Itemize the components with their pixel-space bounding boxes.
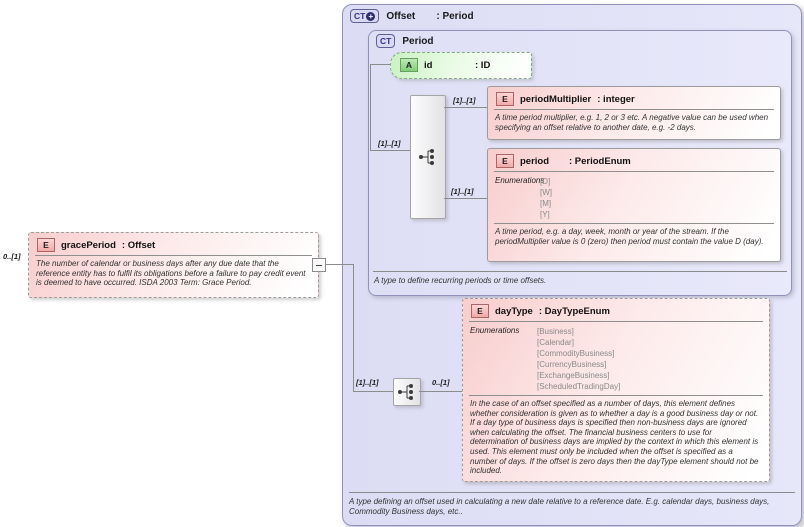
connector-line	[444, 107, 487, 108]
enum-value: [CurrencyBusiness]	[537, 360, 607, 369]
enum-value: [CommodityBusiness]	[537, 349, 615, 358]
connector-line	[419, 391, 462, 392]
sequence-compositor[interactable]	[393, 378, 421, 406]
element-name: period	[520, 155, 550, 167]
connector-line	[325, 264, 353, 265]
element-icon: E	[471, 304, 489, 318]
element-doc: The number of calendar or business days …	[36, 259, 306, 288]
enum-value: [W]	[540, 188, 552, 197]
element-icon: E	[496, 92, 514, 106]
enum-value: [ScheduledTradingDay]	[537, 382, 621, 391]
complex-type-name: Offset	[386, 10, 416, 22]
complex-type-offset-header[interactable]: CT+ Offset : Period	[350, 9, 474, 23]
element-period-multiplier[interactable]: E periodMultiplier : integer A time peri…	[487, 86, 781, 140]
connector-line	[370, 64, 371, 150]
element-period[interactable]: E period : PeriodEnum Enumerations [D] […	[487, 148, 781, 262]
divider	[469, 395, 763, 396]
connector-line	[370, 64, 390, 65]
sequence-cardinality: [1]..[1]	[356, 378, 379, 387]
connector-line	[353, 264, 354, 391]
enum-value: [Business]	[537, 327, 574, 336]
sequence-compositor[interactable]	[410, 95, 446, 219]
attribute-id[interactable]: A id : ID	[390, 52, 532, 79]
enum-value: [M]	[540, 199, 552, 208]
divider	[35, 255, 312, 256]
element-cardinality: 0..[1]	[3, 252, 21, 261]
element-cardinality: [1]..[1]	[451, 187, 474, 196]
element-doc: A time period multiplier, e.g. 1, 2 or 3…	[495, 113, 769, 132]
complex-type-extension-icon: CT+	[350, 9, 380, 23]
sequence-icon	[398, 384, 413, 400]
enumerations-label: Enumerations	[495, 176, 545, 185]
element-icon: E	[37, 238, 55, 252]
enum-value: [D]	[540, 177, 551, 186]
plus-icon: +	[366, 11, 376, 21]
collapse-handle[interactable]	[312, 258, 326, 272]
divider	[373, 271, 787, 272]
connector-line	[444, 198, 487, 199]
element-day-type[interactable]: E dayType : DayTypeEnum Enumerations [Bu…	[462, 298, 770, 482]
element-cardinality: [1]..[1]	[453, 96, 476, 105]
element-doc: A time period, e.g. a day, week, month o…	[495, 227, 764, 246]
element-name: periodMultiplier	[520, 93, 592, 105]
attribute-icon: A	[400, 58, 418, 72]
complex-type-base: : Period	[436, 10, 474, 22]
divider	[349, 492, 795, 493]
enum-value: [Calendar]	[537, 338, 574, 347]
element-type: : PeriodEnum	[569, 155, 631, 167]
enumerations-label: Enumerations	[470, 326, 520, 335]
element-type: : Offset	[121, 239, 156, 251]
element-cardinality: 0..[1]	[432, 378, 450, 387]
enum-value: [Y]	[540, 210, 550, 219]
enumeration-values: [Business] [Calendar] [CommodityBusiness…	[537, 326, 620, 392]
enumeration-values: [D] [W] [M] [Y]	[540, 176, 552, 220]
sequence-icon	[419, 149, 434, 165]
divider	[494, 223, 774, 224]
complex-type-name: Period	[402, 35, 434, 47]
sequence-cardinality: [1]..[1]	[378, 139, 401, 148]
attribute-type: : ID	[475, 59, 491, 71]
element-type: : DayTypeEnum	[538, 305, 610, 317]
connector-line	[353, 391, 393, 392]
element-grace-period[interactable]: E gracePeriod : Offset The number of cal…	[28, 232, 319, 298]
connector-line	[370, 150, 410, 151]
element-icon: E	[496, 154, 514, 168]
attribute-name: id	[424, 59, 433, 71]
divider	[494, 109, 774, 110]
element-name: gracePeriod	[61, 239, 116, 251]
divider	[469, 321, 763, 322]
element-doc: In the case of an offset specified as a …	[470, 399, 759, 476]
complex-type-doc: A type to define recurring periods or ti…	[374, 276, 547, 285]
element-name: dayType	[495, 305, 533, 317]
minus-icon	[316, 264, 322, 266]
divider	[494, 171, 774, 172]
complex-type-icon: CT	[376, 34, 396, 48]
enum-value: [ExchangeBusiness]	[537, 371, 610, 380]
complex-type-doc: A type defining an offset used in calcul…	[349, 497, 770, 516]
complex-type-period-header[interactable]: CT Period	[376, 34, 433, 48]
element-type: : integer	[597, 93, 635, 105]
